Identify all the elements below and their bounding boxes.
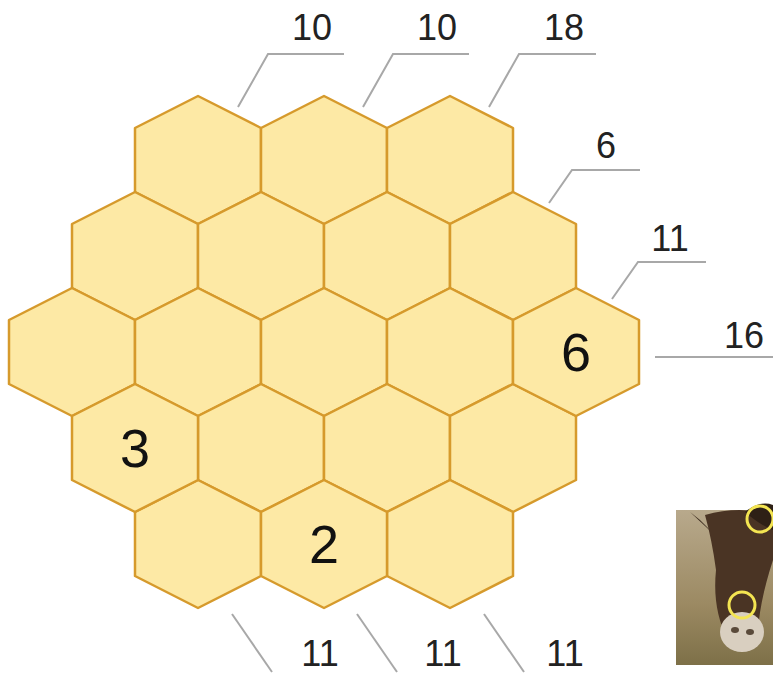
leader-lines (232, 54, 773, 672)
given-number: 6 (513, 288, 639, 416)
clue-hex: 3 (72, 384, 198, 512)
sum-clue: 11 (546, 636, 583, 672)
sum-clue: 16 (724, 318, 764, 354)
donkey-photo (676, 504, 773, 665)
sum-clue: 11 (651, 221, 688, 257)
sum-clue: 11 (301, 636, 338, 672)
given-number: 3 (72, 384, 198, 512)
sum-clue: 18 (544, 10, 584, 46)
clue-hex: 6 (513, 288, 639, 416)
clue-hex: 2 (261, 480, 387, 608)
hex-grid (9, 96, 576, 608)
sum-clue: 11 (424, 636, 461, 672)
given-number: 2 (261, 480, 387, 608)
sum-clue: 6 (596, 128, 616, 164)
sum-clue: 10 (292, 10, 332, 46)
sum-clue: 10 (417, 10, 457, 46)
